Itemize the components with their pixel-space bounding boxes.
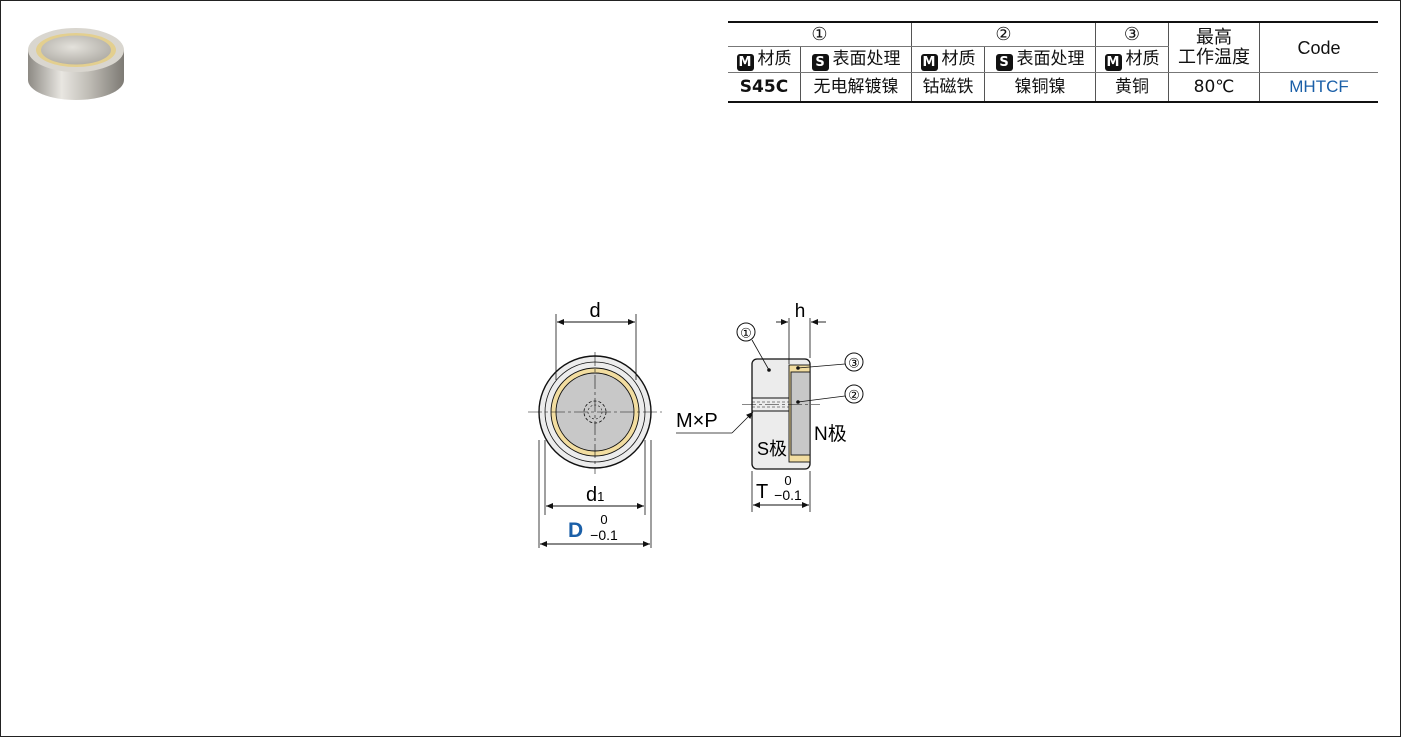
group-2-header: ② — [911, 21, 1096, 47]
tol-lower: −0.1 — [590, 527, 618, 543]
side-view: h ① ③ ② M×P S极 N极 T 0 −0.1 — [676, 301, 864, 512]
technical-drawing: d d1 D 0 −0.1 h ① ③ — [528, 300, 864, 548]
front-view: d d1 D 0 −0.1 — [528, 300, 662, 548]
tol-upper-T: 0 — [784, 473, 791, 488]
callout-2: ② — [848, 388, 860, 403]
s-pole-label: S极 — [757, 439, 787, 459]
callout-3: ③ — [848, 356, 860, 371]
product-photo — [28, 28, 124, 100]
n-pole-label: N极 — [814, 423, 847, 445]
tol-lower-T: −0.1 — [774, 487, 802, 503]
group-1-header: ① — [728, 21, 912, 47]
code-header: Code — [1259, 21, 1378, 73]
cell-surface-2: 镍铜镍 — [984, 72, 1096, 103]
thread-label: M×P — [676, 410, 718, 432]
cell-max-temp: 80℃ — [1168, 72, 1260, 103]
dim-D-label: D — [568, 519, 583, 542]
dim-T-label: T — [756, 481, 768, 503]
callout-1: ① — [740, 326, 752, 341]
material-badge: M — [1104, 53, 1122, 71]
dim-h-label: h — [795, 301, 806, 322]
surface-badge: S — [811, 53, 829, 71]
cell-material-1: S45C — [728, 72, 801, 103]
dim-d1-label: d1 — [586, 484, 604, 506]
group-3-header: ③ — [1095, 21, 1169, 47]
material-badge: M — [920, 53, 938, 71]
cell-surface-1: 无电解镀镍 — [800, 72, 912, 103]
material-badge: M — [736, 53, 754, 71]
dim-d-label: d — [589, 300, 600, 322]
surface-badge: S — [995, 53, 1013, 71]
cell-material-3: 黄铜 — [1095, 72, 1169, 103]
cell-code[interactable]: MHTCF — [1259, 72, 1378, 103]
cell-material-2: 钴磁铁 — [911, 72, 985, 103]
max-temp-header: 最高 工作温度 — [1168, 21, 1260, 73]
tol-upper: 0 — [600, 512, 607, 527]
